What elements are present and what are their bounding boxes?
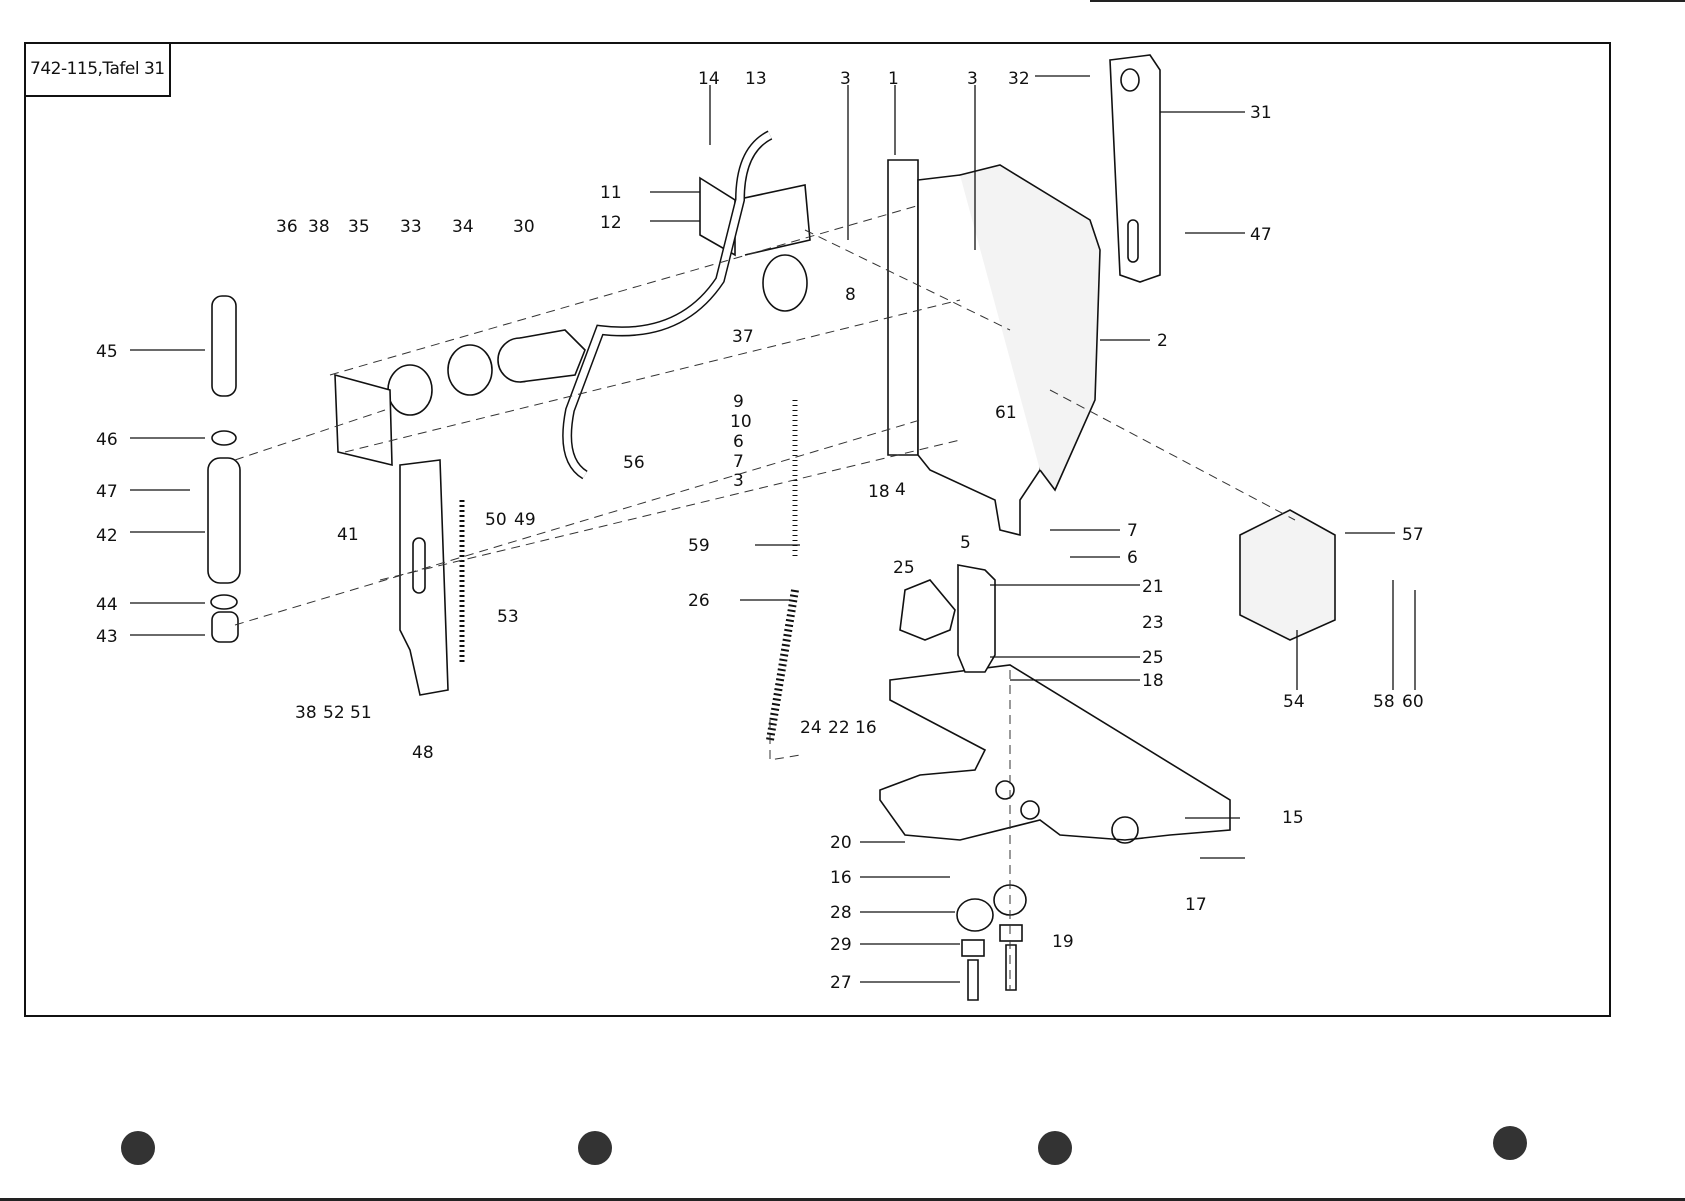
label-42: 42 bbox=[96, 526, 118, 546]
label-21: 21 bbox=[1142, 577, 1164, 597]
label-33: 33 bbox=[400, 217, 422, 237]
part-21-bracket bbox=[958, 565, 995, 672]
label-47b: 47 bbox=[1250, 225, 1272, 245]
part-29-bearing-a bbox=[962, 940, 984, 956]
part-outlines bbox=[208, 55, 1335, 1000]
label-25a: 25 bbox=[893, 558, 915, 578]
label-13: 13 bbox=[745, 69, 767, 89]
part-28-roller-a bbox=[957, 899, 993, 931]
binder-holes bbox=[121, 1126, 1527, 1165]
label-48: 48 bbox=[412, 743, 434, 763]
label-43: 43 bbox=[96, 627, 118, 647]
label-14: 14 bbox=[698, 69, 720, 89]
part-29-bearing-b bbox=[1000, 925, 1022, 941]
label-50: 50 bbox=[485, 510, 507, 530]
part-15-baseplate bbox=[880, 665, 1230, 840]
label-9: 9 bbox=[733, 392, 744, 412]
part-44-ring bbox=[211, 595, 237, 609]
part-37-ring bbox=[763, 255, 807, 311]
label-59: 59 bbox=[688, 536, 710, 556]
part-35-plate bbox=[335, 375, 392, 465]
label-11: 11 bbox=[600, 183, 622, 203]
label-29: 29 bbox=[830, 935, 852, 955]
label-58: 58 bbox=[1373, 692, 1395, 712]
part-46-ring bbox=[212, 431, 236, 445]
label-32: 32 bbox=[1008, 69, 1030, 89]
label-2: 2 bbox=[1157, 331, 1168, 351]
assembly-lines bbox=[235, 205, 1295, 990]
label-19: 19 bbox=[1052, 932, 1074, 952]
binder-hole-4 bbox=[1493, 1126, 1527, 1160]
binder-hole-2 bbox=[578, 1131, 612, 1165]
part-1-bar bbox=[888, 160, 918, 455]
label-7a: 7 bbox=[733, 452, 744, 472]
label-16a: 16 bbox=[855, 718, 877, 738]
part-22-plate bbox=[900, 580, 955, 640]
label-34: 34 bbox=[452, 217, 474, 237]
part-43-collar bbox=[212, 612, 238, 642]
label-41: 41 bbox=[337, 525, 359, 545]
label-38b: 38 bbox=[295, 703, 317, 723]
label-53: 53 bbox=[497, 607, 519, 627]
label-61: 61 bbox=[995, 403, 1017, 423]
label-57: 57 bbox=[1402, 525, 1424, 545]
label-20: 20 bbox=[830, 833, 852, 853]
label-16b: 16 bbox=[830, 868, 852, 888]
label-54: 54 bbox=[1283, 692, 1305, 712]
label-15: 15 bbox=[1282, 808, 1304, 828]
part-42-sleeve bbox=[208, 458, 240, 583]
label-38a: 38 bbox=[308, 217, 330, 237]
label-4: 4 bbox=[895, 480, 906, 500]
label-18b: 18 bbox=[1142, 671, 1164, 691]
label-5: 5 bbox=[960, 533, 971, 553]
label-27: 27 bbox=[830, 973, 852, 993]
part-11-flange bbox=[735, 185, 810, 255]
label-31: 31 bbox=[1250, 103, 1272, 123]
label-30: 30 bbox=[513, 217, 535, 237]
label-8: 8 bbox=[845, 285, 856, 305]
label-12: 12 bbox=[600, 213, 622, 233]
label-56: 56 bbox=[623, 453, 645, 473]
label-3b: 3 bbox=[967, 69, 978, 89]
part-48-lever bbox=[400, 460, 448, 695]
part-27-pin-b bbox=[1006, 945, 1016, 990]
label-44: 44 bbox=[96, 595, 118, 615]
part-34-bearing bbox=[448, 345, 492, 395]
label-24: 24 bbox=[800, 718, 822, 738]
label-22: 22 bbox=[828, 718, 850, 738]
label-51: 51 bbox=[350, 703, 372, 723]
label-7b: 7 bbox=[1127, 521, 1138, 541]
label-47a: 47 bbox=[96, 482, 118, 502]
label-46: 46 bbox=[96, 430, 118, 450]
label-26: 26 bbox=[688, 591, 710, 611]
label-45: 45 bbox=[96, 342, 118, 362]
label-60: 60 bbox=[1402, 692, 1424, 712]
part-45-pin bbox=[212, 296, 236, 396]
part-27-pin-a bbox=[968, 960, 978, 1000]
label-23: 23 bbox=[1142, 613, 1164, 633]
label-25b: 25 bbox=[1142, 648, 1164, 668]
binder-hole-3 bbox=[1038, 1131, 1072, 1165]
label-3c: 3 bbox=[733, 471, 744, 491]
label-17: 17 bbox=[1185, 895, 1207, 915]
label-37: 37 bbox=[732, 327, 754, 347]
part-26-spring bbox=[770, 590, 795, 740]
label-18a: 18 bbox=[868, 482, 890, 502]
binder-hole-1 bbox=[121, 1131, 155, 1165]
part-54-solenoid bbox=[1240, 510, 1335, 640]
part-33-cap bbox=[388, 365, 432, 415]
label-35: 35 bbox=[348, 217, 370, 237]
label-6b: 6 bbox=[1127, 548, 1138, 568]
label-36: 36 bbox=[276, 217, 298, 237]
label-3a: 3 bbox=[840, 69, 851, 89]
label-1: 1 bbox=[888, 69, 899, 89]
label-52: 52 bbox=[323, 703, 345, 723]
label-10: 10 bbox=[730, 412, 752, 432]
label-49: 49 bbox=[514, 510, 536, 530]
label-28: 28 bbox=[830, 903, 852, 923]
label-6a: 6 bbox=[733, 432, 744, 452]
